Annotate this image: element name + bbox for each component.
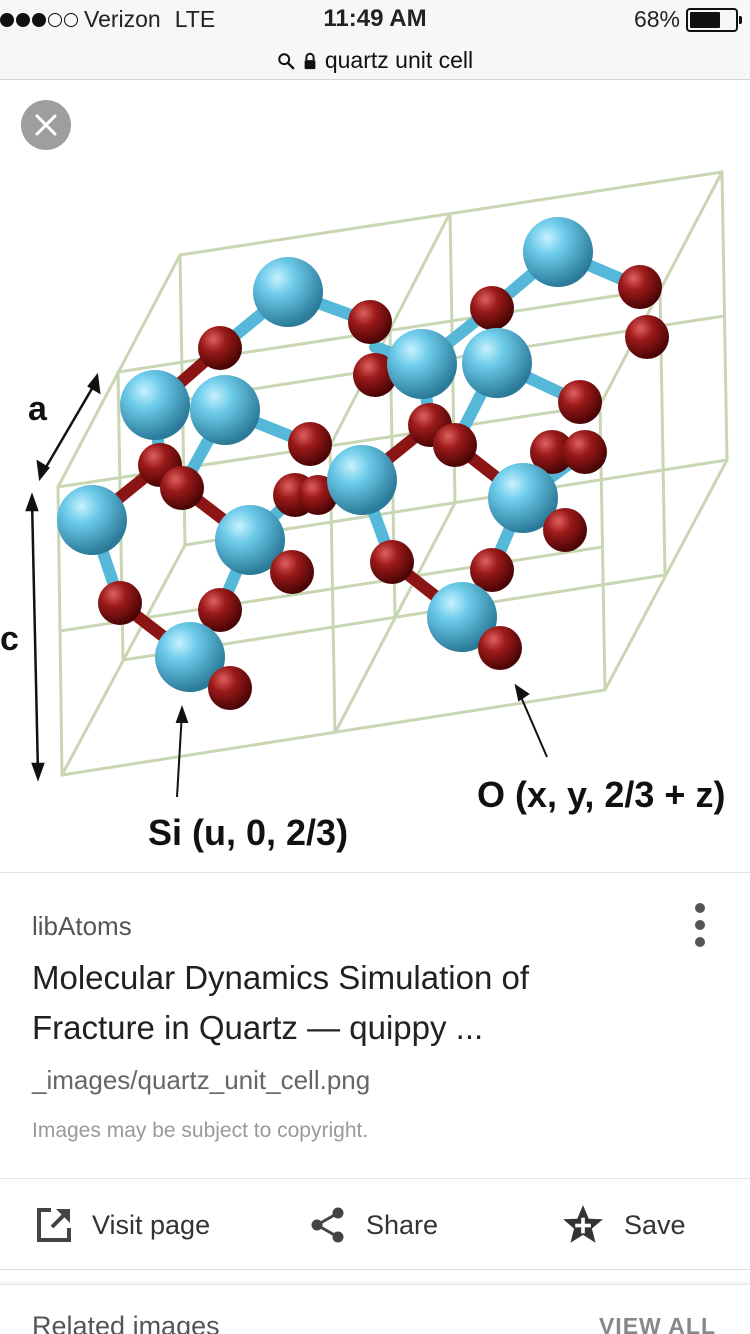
visit-page-label: Visit page [92, 1209, 211, 1240]
close-icon [35, 114, 57, 136]
label-c: c [0, 620, 19, 658]
label-silicon: Si (u, 0, 2/3) [148, 812, 349, 853]
silicon-atoms-bottom [155, 582, 497, 692]
result-path: _images/quartz_unit_cell.png [32, 1065, 371, 1095]
share-label: Share [366, 1209, 439, 1240]
result-title-line1: Molecular Dynamics Simulation of [32, 959, 530, 996]
carrier-status: Verizon LTE [0, 6, 215, 33]
result-title-line2: Fracture in Quartz — quippy ... [32, 1009, 484, 1046]
related-images-title: Related images [32, 1311, 220, 1334]
save-label: Save [624, 1209, 686, 1240]
battery-icon [686, 7, 742, 32]
result-info-card: libAtoms Molecular Dynamics Simulation o… [0, 872, 750, 1178]
search-icon [278, 52, 295, 69]
battery-status: 68% [633, 6, 742, 33]
dimension-arrows [25, 372, 101, 782]
open-in-new-icon [37, 1208, 71, 1242]
status-bar: Verizon LTE 11:49 AM 68% [0, 0, 750, 42]
url-query: quartz unit cell [324, 47, 474, 73]
action-bar: Visit page Share Save [0, 1178, 750, 1270]
label-oxygen: O (x, y, 2/3 + z) [477, 774, 726, 815]
image-viewer[interactable]: a c O (x, y, 2/3 + z) Si (u, 0, 2/3) [0, 80, 750, 870]
oxygen-atoms-back [198, 265, 669, 424]
lock-icon [304, 52, 316, 69]
silicon-atoms-front [57, 445, 558, 575]
view-all-button[interactable]: VIEW ALL [598, 1313, 716, 1334]
visit-page-button[interactable]: Visit page [34, 1179, 210, 1271]
network-type: LTE [174, 6, 216, 32]
silicon-atoms-back [120, 217, 593, 445]
more-options-icon[interactable] [690, 903, 710, 947]
result-source: libAtoms [32, 911, 132, 941]
share-icon [311, 1207, 344, 1243]
oxygen-atoms-bottom [208, 626, 522, 710]
pointer-lines [175, 683, 548, 798]
label-a: a [28, 390, 47, 428]
oxygen-atoms-front [98, 508, 587, 632]
battery-percent: 68% [633, 6, 680, 32]
carrier-name: Verizon [84, 6, 161, 32]
url-bar[interactable]: quartz unit cell [0, 42, 750, 80]
save-button[interactable]: Save [560, 1179, 686, 1271]
star-save-icon [563, 1205, 603, 1243]
share-button[interactable]: Share [308, 1179, 438, 1271]
result-title[interactable]: Molecular Dynamics Simulation of Fractur… [32, 953, 672, 1053]
close-button[interactable] [21, 100, 71, 150]
related-images-section: Related images VIEW ALL [0, 1284, 750, 1334]
copyright-notice: Images may be subject to copyright. [32, 1119, 369, 1142]
quartz-unit-cell-image [25, 170, 729, 798]
signal-strength-icon [0, 12, 78, 27]
status-time: 11:49 AM [323, 5, 427, 32]
